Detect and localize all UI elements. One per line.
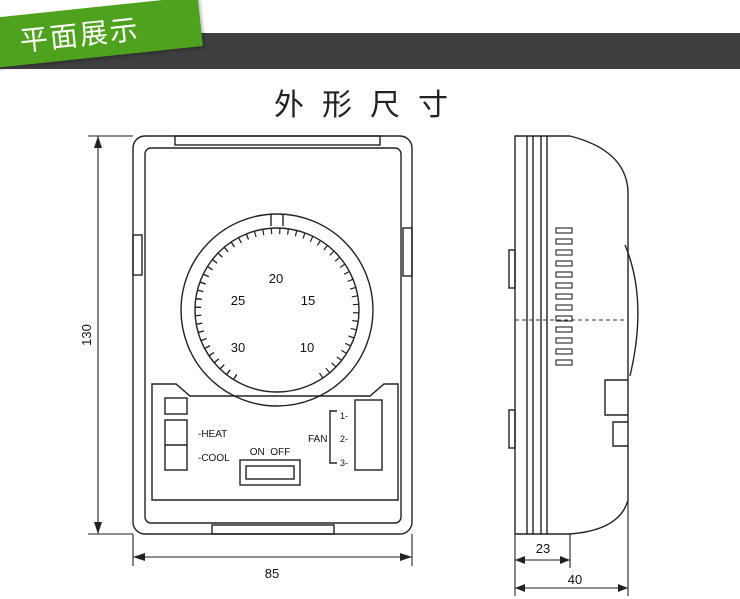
dial-tick	[262, 229, 265, 236]
dial-tick	[207, 265, 213, 271]
side-clip-lower	[508, 409, 516, 449]
dial-tick	[334, 256, 341, 262]
side-switch-lower	[612, 421, 628, 447]
side-clip-upper	[508, 249, 516, 289]
dial-tick	[319, 372, 324, 379]
diagram-title: 外形尺寸	[274, 88, 466, 123]
depth-total-dim-label: 40	[568, 572, 582, 587]
on-off-switch	[239, 459, 301, 486]
depth-total-arrow-right	[618, 584, 628, 592]
dial-tick	[245, 233, 250, 240]
side-vent-ribs	[555, 227, 573, 366]
fan-speed-2: 2-	[340, 434, 348, 444]
right-vent	[402, 227, 413, 277]
dial-tick	[230, 241, 235, 248]
dial-tick	[336, 356, 342, 361]
dial-tick	[339, 263, 346, 268]
on-off-label: ON OFF	[250, 447, 291, 458]
fan-speed-3: 3-	[340, 458, 348, 468]
dial-tick	[197, 289, 204, 293]
dial-tick	[350, 327, 357, 331]
top-vent	[174, 135, 381, 146]
side-knob	[624, 244, 639, 377]
dial-outer	[180, 213, 374, 407]
dial-mark-25: 25	[231, 293, 245, 308]
dial-tick	[347, 278, 354, 283]
depth-body-arrow-left	[515, 556, 525, 564]
dial-tick	[212, 259, 218, 264]
bottom-vent	[211, 524, 335, 535]
fan-bracket	[329, 410, 337, 464]
height-arrow-top	[94, 136, 102, 148]
dial-tick-marks	[194, 227, 360, 380]
dial-tick	[199, 281, 206, 285]
dial-tick	[198, 330, 205, 334]
dial-mark-30: 30	[231, 340, 245, 355]
fan-switch	[354, 399, 383, 471]
dial-tick	[351, 295, 358, 298]
cool-label: -COOL	[198, 453, 230, 464]
dial-tick	[208, 352, 215, 357]
dial-tick	[232, 374, 238, 380]
dial-tick	[196, 322, 203, 325]
on-off-switch-inner	[245, 465, 295, 480]
dial-tick	[223, 246, 229, 253]
dial-tick	[253, 231, 257, 238]
left-vent	[132, 234, 143, 276]
fan-label: FAN	[308, 434, 327, 445]
width-arrow-right	[400, 553, 412, 561]
dial-tick	[294, 230, 298, 237]
depth-body-dim-label: 23	[536, 541, 550, 556]
dial-tick	[200, 337, 207, 342]
height-dim-label: 130	[79, 324, 94, 346]
dial-tick	[323, 245, 328, 251]
dial-tick	[331, 362, 337, 368]
dial-mark-10: 10	[300, 340, 314, 355]
dial-tick	[287, 228, 289, 235]
width-arrow-left	[133, 553, 145, 561]
dial-tick	[325, 367, 331, 374]
dial-tick	[352, 320, 359, 322]
depth-body-arrow-right	[560, 556, 570, 564]
dial-tick	[349, 286, 356, 290]
front-inner-frame	[144, 147, 402, 524]
dial-mark-20: 20	[269, 271, 283, 286]
dial-inner	[194, 227, 360, 393]
dial-tick	[345, 342, 351, 347]
dial-tick	[217, 252, 223, 258]
control-panel	[151, 383, 399, 501]
dial-tick	[348, 335, 355, 339]
height-arrow-bottom	[94, 522, 102, 534]
heat-label: -HEAT	[198, 429, 227, 440]
depth-total-arrow-left	[515, 584, 525, 592]
dial-tick	[203, 273, 209, 278]
dial-tick	[195, 298, 202, 300]
width-dim-label: 85	[265, 566, 279, 581]
side-switch-upper	[604, 379, 628, 416]
dial-tick	[237, 237, 242, 244]
dial-tick	[341, 349, 347, 355]
dial-tick	[213, 358, 220, 364]
dial-tick	[309, 236, 314, 242]
indicator-light	[164, 397, 188, 415]
dial-tick	[316, 240, 322, 246]
dial-tick	[302, 232, 306, 239]
dial-tick	[329, 250, 335, 256]
dial-tick	[219, 364, 225, 370]
fan-speed-1: 1-	[340, 411, 348, 421]
dial-tick	[226, 369, 231, 375]
side-body	[514, 135, 629, 535]
dial-mark-15: 15	[301, 293, 315, 308]
dial-tick	[204, 345, 211, 350]
dial-tick	[343, 270, 350, 275]
